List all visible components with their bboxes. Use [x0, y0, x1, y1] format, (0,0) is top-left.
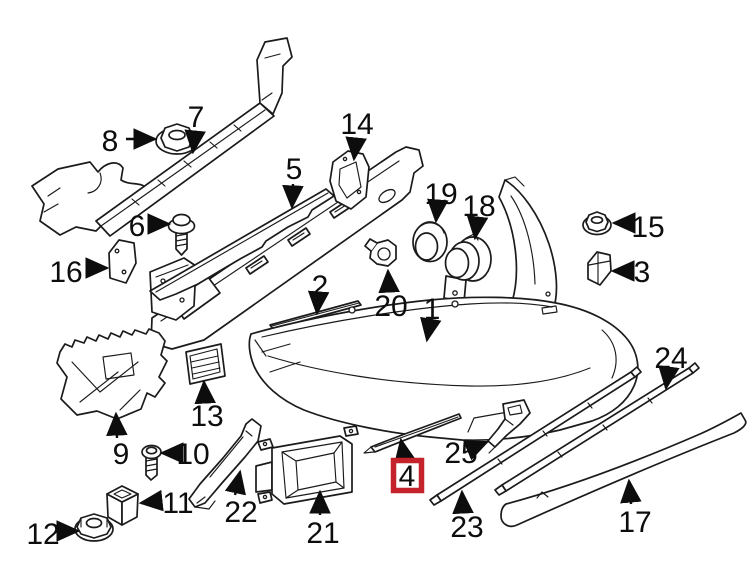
leader-arrow-19	[427, 198, 449, 224]
part-label-4-highlighted: 4	[390, 437, 425, 494]
part-label-7: 7	[184, 101, 206, 155]
leader-arrow-17	[620, 478, 642, 505]
part-label-17: 17	[618, 478, 652, 539]
part-number-8: 8	[102, 125, 119, 158]
part-label-12: 12	[26, 518, 81, 551]
part-label-20: 20	[374, 268, 408, 323]
leader-arrow-25	[462, 440, 490, 461]
bracket-22-drawing	[188, 418, 262, 510]
part-number-15: 15	[631, 211, 664, 244]
bumper-cover-drawing	[248, 296, 639, 442]
part-number-22: 22	[224, 496, 257, 529]
part-number-7: 7	[188, 101, 205, 134]
part-number-13: 13	[190, 400, 223, 433]
part-label-24: 24	[654, 342, 688, 391]
part-label-11: 11	[138, 487, 194, 520]
part-number-18: 18	[462, 190, 495, 223]
upper-rail-drawing	[95, 37, 293, 237]
part-number-17: 17	[618, 506, 651, 539]
part-label-16: 16	[49, 256, 110, 289]
part-number-23: 23	[450, 511, 483, 544]
highlight-box	[390, 457, 425, 494]
leader-arrow-23	[452, 489, 474, 515]
part-number-19: 19	[424, 178, 457, 211]
nut-12-drawing	[74, 513, 114, 542]
leader-arrow-11	[138, 489, 164, 512]
leader-arrow-4	[394, 437, 416, 464]
part-number-24: 24	[654, 342, 687, 375]
clip-3-drawing	[587, 251, 612, 286]
part-number-25: 25	[444, 437, 477, 470]
sensor-holder-20-drawing	[364, 238, 397, 267]
part-label-5: 5	[282, 153, 304, 210]
screw-10-drawing	[141, 444, 162, 481]
part-number-2: 2	[312, 270, 329, 303]
part-label-25: 25	[444, 437, 490, 470]
part-number-20: 20	[374, 290, 407, 323]
part-number-16: 16	[49, 256, 82, 289]
diffuser-strip-17-drawing	[500, 412, 747, 528]
part-number-11: 11	[162, 487, 193, 520]
part-label-23: 23	[450, 489, 484, 544]
part-number-5: 5	[286, 153, 303, 186]
leader-arrow-13	[194, 379, 216, 405]
part-label-2: 2	[307, 270, 330, 316]
part-label-15: 15	[611, 211, 665, 244]
part-number-10: 10	[176, 438, 209, 471]
part-label-19: 19	[424, 178, 458, 224]
part-label-8: 8	[102, 125, 158, 158]
leader-arrow-18	[466, 215, 489, 241]
vent-grille-13-drawing	[185, 343, 226, 385]
grommet-ring-drawing	[412, 221, 448, 263]
side-bracket-9-drawing	[56, 328, 168, 420]
part-label-10: 10	[159, 438, 210, 471]
leader-arrow-9	[106, 411, 128, 439]
guide-bracket-25-drawing	[487, 399, 531, 454]
radar-sensor-21-drawing	[255, 425, 359, 505]
leader-arrow-22	[224, 469, 246, 496]
edge-rod-24-drawing	[494, 362, 700, 496]
part-label-22: 22	[224, 469, 258, 529]
cage-nut-11-drawing	[106, 485, 139, 526]
edge-rod-23-drawing	[429, 366, 642, 506]
leader-arrow-7	[184, 129, 206, 155]
part-number-14: 14	[340, 108, 373, 141]
plate-16-drawing	[108, 239, 137, 284]
part-label-6: 6	[129, 210, 172, 243]
part-number-4: 4	[399, 460, 416, 493]
part-label-3: 3	[610, 256, 651, 289]
part-number-1: 1	[424, 293, 441, 326]
pdc-sensor-drawing	[443, 233, 492, 303]
leader-arrow-14	[345, 136, 367, 162]
part-number-21: 21	[306, 517, 339, 550]
part-number-6: 6	[129, 210, 146, 243]
leader-arrow-20	[378, 268, 400, 294]
nut-15-drawing	[582, 211, 612, 236]
part-number-3: 3	[634, 256, 651, 289]
screw-6-drawing	[167, 213, 196, 256]
part-label-9: 9	[106, 411, 130, 471]
part-number-9: 9	[113, 438, 130, 471]
impact-absorber-drawing	[149, 188, 335, 301]
leader-arrow-1	[420, 316, 442, 343]
part-label-13: 13	[190, 379, 224, 433]
part-label-14: 14	[340, 108, 374, 162]
part-label-1: 1	[420, 293, 442, 343]
mount-bracket-14-drawing	[329, 150, 370, 210]
part-label-21: 21	[306, 489, 340, 550]
part-number-12: 12	[26, 518, 59, 551]
leader-arrow-24	[658, 365, 680, 391]
part-label-18: 18	[462, 190, 496, 241]
leader-arrow-5	[282, 183, 304, 210]
leader-arrow-2	[307, 290, 330, 316]
